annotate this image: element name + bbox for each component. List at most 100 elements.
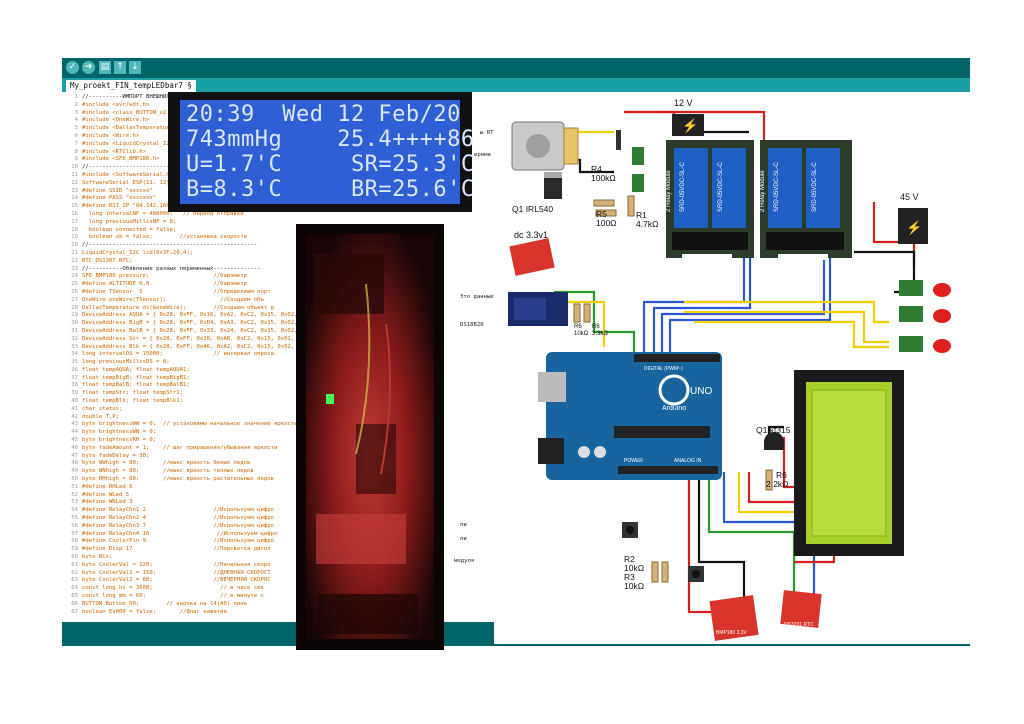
code-line-text: #define CoolerPin 9 //Используем цифро <box>82 538 274 545</box>
line-number: 54 <box>71 507 78 514</box>
code-line-text: byte CoolerVal2 = 80; //ВЕЧЕРНЯЯ СКОРОС <box>82 577 271 584</box>
uno-digital-label: DIGITAL (PWM~) <box>644 366 683 372</box>
line-number: 43 <box>71 421 78 428</box>
code-line-text: float tempStr; float tempStr1; <box>82 390 184 397</box>
line-number: 19 <box>71 234 78 241</box>
code-line-text: float tempBalB; float tempBalB1; <box>82 382 190 389</box>
save-icon[interactable]: ↓ <box>129 61 141 74</box>
code-line: 9 #include <SFE_BMP180.h> <box>64 156 298 164</box>
code-line: 20//------------------------------------… <box>64 242 298 250</box>
line-number: 56 <box>71 522 78 529</box>
verify-icon[interactable]: ✓ <box>66 61 79 74</box>
code-line-text: #include <SoftwareSerial.h <box>82 171 170 178</box>
code-line-text: DeviceAddress Blk = { 0x28, 0xFF, 0x46, … <box>82 343 295 350</box>
code-line-text: byte brightnessWW = 0; // установимы нач… <box>82 421 298 428</box>
code-line-text: LiquidCrystal_I2C lcd(0x3F,20,4); <box>82 249 194 256</box>
label-r-small-2-val: 3.3kΩ <box>592 331 608 337</box>
line-number: 49 <box>71 468 78 475</box>
code-line-text: byte WWhigh = 80; //макс яркость белых л… <box>82 460 251 467</box>
relay-in-wire-1 <box>642 257 746 352</box>
line-number: 20 <box>71 242 78 249</box>
sketch-tab[interactable]: My_proekt_FIN_tempLEDbar7 § <box>66 80 196 92</box>
code-line-text: DeviceAddress BigB = { 0x28, 0xFF, 0xD4,… <box>82 320 298 327</box>
code-line-text: #include <OneWire.h> <box>82 117 150 124</box>
code-fragment: ли <box>460 522 467 528</box>
led-signal-1 <box>684 300 889 324</box>
code-fragment: ли <box>460 536 467 542</box>
code-line: 23//----------Обявление разных переменны… <box>64 266 298 274</box>
label-dc-module: dc 3.3v1 <box>514 230 548 240</box>
relay-module-label-2: 2 Relay Module <box>760 170 766 212</box>
upload-icon[interactable]: ➜ <box>82 61 95 74</box>
code-line-text: BUTTON Button_00; // кнопка на 14(A0) пи… <box>82 600 248 607</box>
relay-text-3: SRD-05VDC-SL-C <box>774 162 780 212</box>
code-line-text: #define WLed 5 <box>82 491 130 498</box>
sensor-modules <box>709 590 822 641</box>
lcd-row-4: B=8.3'C BR=25.6'C <box>186 177 475 202</box>
code-line-text: //-------------------------- <box>82 164 177 171</box>
code-line: 58#define CoolerPin 9 //Используем цифро <box>64 538 298 546</box>
line-number: 28 <box>71 304 78 311</box>
line-number: 39 <box>71 390 78 397</box>
code-fragment: Это данные н <box>460 294 501 300</box>
code-line-text: #define TSensor 5 //Определяем порт <box>82 288 271 295</box>
line-number: 51 <box>71 483 78 490</box>
label-45v: 45 V <box>900 192 919 202</box>
schematic-drawing: ⚡ 12 V SRD-05 <box>508 98 951 641</box>
code-line-text: float tempBlk; float tempBlk1; <box>82 398 184 405</box>
code-line: 55#define RelayChn2 4 //Используем цифро <box>64 515 298 523</box>
label-r-small-1-val: 10kΩ <box>574 331 589 337</box>
resistor-r3 <box>661 561 669 583</box>
code-line: 26#define TSensor 5 //Определяем порт <box>64 289 298 297</box>
code-line: 25#define ALTITUDE 6.0 //барометр <box>64 281 298 289</box>
line-number: 14 <box>71 195 78 202</box>
line-number: 53 <box>71 499 78 506</box>
line-number: 2 <box>74 101 78 108</box>
line-number: 15 <box>71 203 78 210</box>
power12-wire-red <box>624 110 676 132</box>
code-line-text: byte fadeDelay = 30; <box>82 452 150 459</box>
svg-text:⚡: ⚡ <box>906 220 922 236</box>
resistor-esp-1 <box>573 303 581 323</box>
code-line-text: //----------Обявление разных переменных-… <box>82 265 261 272</box>
line-number: 59 <box>71 546 78 553</box>
line-number: 9 <box>74 156 78 163</box>
code-line-text: #define RelayChn3 7 //Используем цифро <box>82 522 274 529</box>
code-line: 1//----------ИМПОРТ ВНЕШНИХ <box>64 94 298 102</box>
transistor-kt315 <box>764 432 784 450</box>
code-line-text: DeviceAddress Str = { 0x28, 0xFF, 0x28, … <box>82 335 295 342</box>
code-line-text: byte RHhigh = 60; //макс яркость растите… <box>82 476 274 483</box>
code-line-text: #include <class_BUTTON_v2 <box>82 109 167 116</box>
code-line: 6#include <Wire.h> <box>64 133 298 141</box>
code-fragment: DS18B20 <box>460 322 484 328</box>
line-number: 65 <box>71 593 78 599</box>
relay-in-wire-2 <box>652 257 752 352</box>
line-number: 62 <box>71 569 78 576</box>
line-number: 52 <box>71 491 78 498</box>
line-number: 38 <box>71 382 78 389</box>
lcd-row-3: U=1.7'C SR=25.3'C <box>186 152 475 177</box>
open-icon[interactable]: ↑ <box>114 61 126 74</box>
code-line-text: byte brightnessRH = 0; <box>82 437 157 444</box>
code-line-text: //----------ИМПОРТ ВНЕШНИХ <box>82 94 170 100</box>
code-line-text: #include <SFE_BMP180.h> <box>82 156 160 163</box>
code-line-text: #include <DallasTemperatur <box>82 125 170 132</box>
code-line: 3#include <class_BUTTON_v2 <box>64 110 298 118</box>
resistor-r1 <box>627 195 635 217</box>
mosfet-irl540 <box>544 172 562 199</box>
relay-module-1 <box>666 140 754 260</box>
ide-tab-row: My_proekt_FIN_tempLEDbar7 § <box>62 78 970 92</box>
code-line: 39 float tempStr; float tempStr1; <box>64 390 298 398</box>
code-line-text: #define Disp 17 //Подсветка диспл <box>82 546 271 553</box>
line-number: 8 <box>74 148 78 155</box>
code-line-text: DeviceAddress BalB = { 0x28, 0xFF, 0x33,… <box>82 327 298 334</box>
wiring-schematic: ⚡ 12 V SRD-05 <box>494 92 970 644</box>
new-icon[interactable]: ▤ <box>99 61 111 74</box>
